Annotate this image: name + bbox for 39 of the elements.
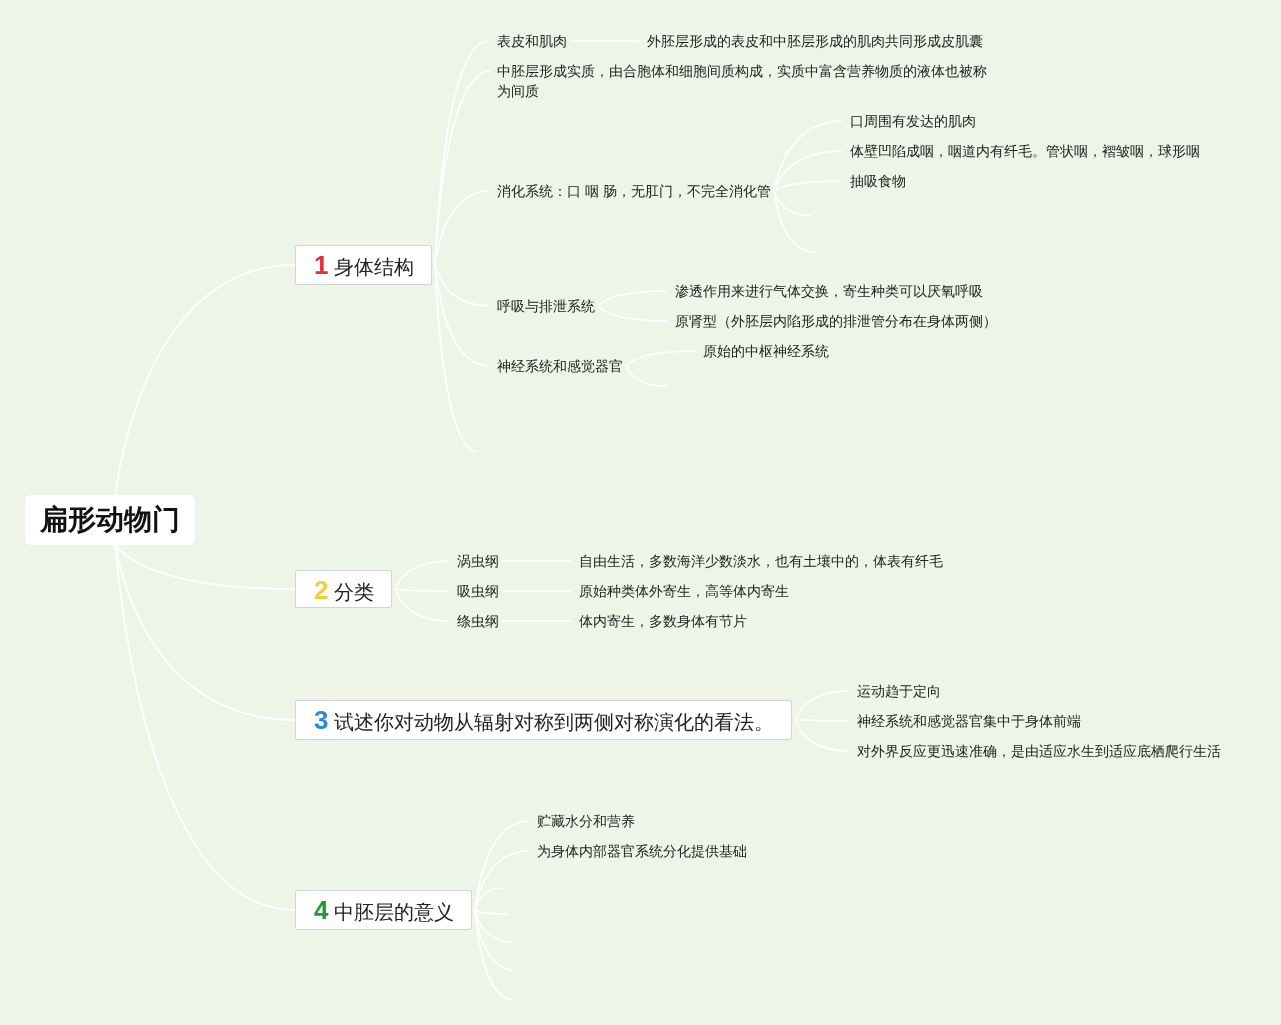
topic-box xyxy=(295,570,392,608)
branch-line xyxy=(114,544,296,590)
topic-number: 4 xyxy=(314,895,329,925)
topic-box xyxy=(295,245,432,285)
branch-text: 原始种类体外寄生，高等体内寄生 xyxy=(579,581,789,601)
branch-text: 神经系统和感觉器官集中于身体前端 xyxy=(857,711,1081,731)
branch-text: 外胚层形成的表皮和中胚层形成的肌肉共同形成皮肌囊 xyxy=(647,31,983,51)
topic-box xyxy=(295,700,792,740)
branch-text: 表皮和肌肉 xyxy=(497,31,567,51)
branch-text: 自由生活，多数海洋少数淡水，也有土壤中的，体表有纤毛 xyxy=(579,551,943,571)
branch-text: 体内寄生，多数身体有节片 xyxy=(579,611,747,631)
topic-title: 身体结构 xyxy=(334,256,415,278)
branch-text: 中胚层形成实质，由合胞体和细胞间质构成，实质中富含营养物质的液体也被称为间质 xyxy=(497,61,992,101)
branch-text: 口周围有发达的肌肉 xyxy=(850,111,976,131)
branch-line xyxy=(114,544,296,911)
topic-number: 2 xyxy=(314,575,329,605)
topic-box xyxy=(295,890,472,930)
topic-number: 3 xyxy=(314,705,329,735)
branch-text: 呼吸与排泄系统 xyxy=(497,296,595,316)
branch-text: 原肾型（外胚层内陷形成的排泄管分布在身体两侧） xyxy=(675,311,997,331)
branch-text: 消化系统：口 咽 肠，无肛门，不完全消化管 xyxy=(497,181,771,201)
branch-line xyxy=(114,264,296,496)
branch-text: 涡虫纲 xyxy=(457,551,499,571)
topic-title: 试述你对动物从辐射对称到两侧对称演化的看法。 xyxy=(334,711,775,733)
branch-text: 神经系统和感觉器官 xyxy=(497,356,623,376)
branch-text: 贮藏水分和营养 xyxy=(537,811,635,831)
topic-title: 分类 xyxy=(334,581,375,603)
root-box: 扁形动物门 xyxy=(25,495,195,545)
branch-text: 绦虫纲 xyxy=(457,611,499,631)
branch-text: 运动趋于定向 xyxy=(857,681,941,701)
branch-text: 抽吸食物 xyxy=(850,171,906,191)
branch-text: 体壁凹陷成咽，咽道内有纤毛。管状咽，褶皱咽，球形咽 xyxy=(850,141,1200,161)
branch-text: 为身体内部器官系统分化提供基础 xyxy=(537,841,747,861)
branch-text: 原始的中枢神经系统 xyxy=(703,341,829,361)
branch-text: 吸虫纲 xyxy=(457,581,499,601)
topic-title: 中胚层的意义 xyxy=(334,901,455,923)
branch-text: 对外界反应更迅速准确，是由适应水生到适应底栖爬行生活 xyxy=(857,741,1221,761)
topic-number: 1 xyxy=(314,250,329,280)
branch-text: 渗透作用来进行气体交换，寄生种类可以厌氧呼吸 xyxy=(675,281,983,301)
